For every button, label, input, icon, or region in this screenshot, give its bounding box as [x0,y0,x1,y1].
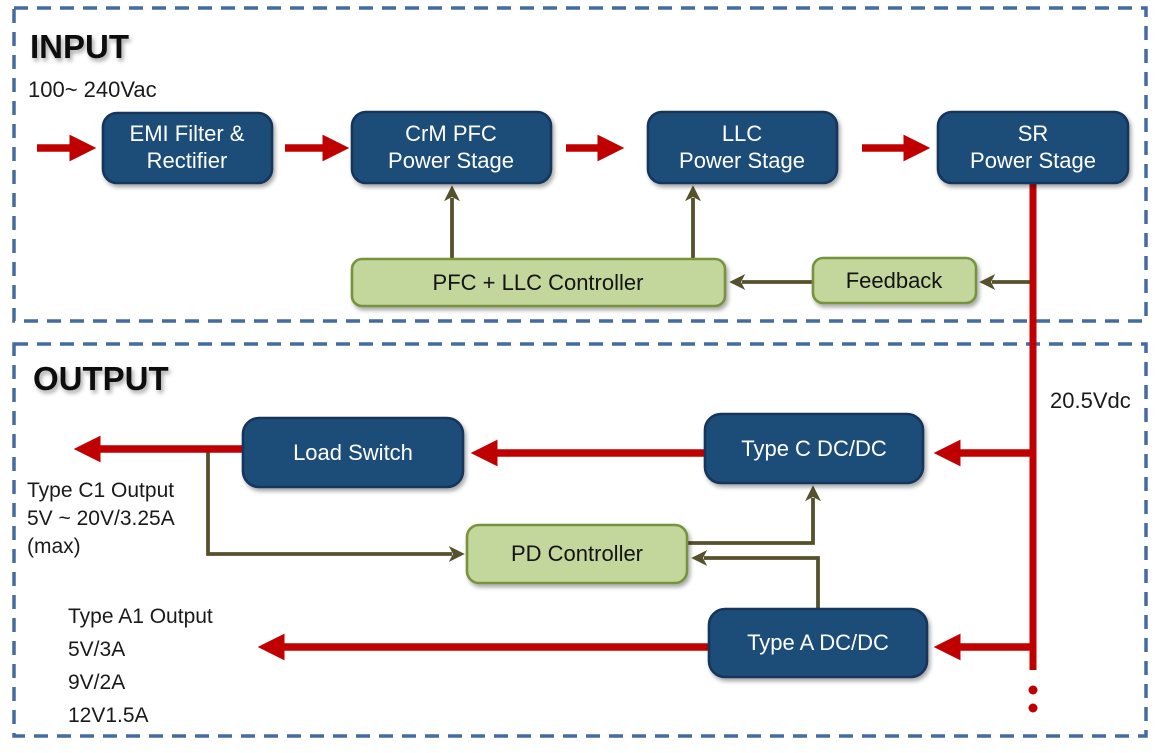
block-sr-label-line2: Power Stage [970,148,1096,173]
type-c1-output-label: Type C1 Output 5V ~ 20V/3.25A (max) [27,479,175,558]
block-pfc-llc-controller: PFC + LLC Controller [350,257,727,308]
pd-controller-to-type-c-arrow [687,485,821,545]
type-a1-output-line2: 5V/3A [68,638,125,661]
block-feedback-label: Feedback [846,268,944,293]
dc-bus-voltage-label: 20.5Vdc [1050,388,1131,413]
block-llc-power-stage: LLC Power Stage [646,110,839,185]
block-type-a-dcdc: Type A DC/DC [707,607,929,679]
block-type-c-dcdc-label: Type C DC/DC [741,436,887,461]
type-c1-output-line2: 5V ~ 20V/3.25A [27,507,175,530]
type-c1-output-line3: (max) [27,535,81,558]
block-emi-label-line2: Rectifier [147,148,228,173]
block-llc-label-line2: Power Stage [679,148,805,173]
output-section-title: OUTPUT [33,360,169,397]
type-a1-output-line1: Type A1 Output [68,605,213,628]
block-pd-controller-label: PD Controller [511,541,643,566]
block-type-a-dcdc-label: Type A DC/DC [747,630,889,655]
type-a1-output-label: Type A1 Output 5V/3A 9V/2A 12V1.5A [68,605,213,727]
type-a-to-pd-controller-arrow [691,550,820,609]
bus-continuation-dot [1028,685,1038,695]
block-pfc-llc-controller-label: PFC + LLC Controller [433,270,644,295]
block-load-switch: Load Switch [241,416,465,489]
block-llc-label-line1: LLC [722,121,762,146]
block-sr-power-stage: SR Power Stage [936,110,1130,185]
type-c1-output-line1: Type C1 Output [27,479,174,502]
output-section-boundary [12,342,1148,738]
block-emi-label-line1: EMI Filter & [130,121,245,146]
block-crm-pfc-label-line2: Power Stage [388,148,514,173]
block-crm-pfc-power-stage: CrM PFC Power Stage [350,110,553,185]
block-load-switch-label: Load Switch [293,440,413,465]
bus-continuation-dot [1028,703,1038,713]
ac-input-voltage-label: 100~ 240Vac [28,77,157,102]
block-pd-controller: PD Controller [465,523,689,585]
block-type-c-dcdc: Type C DC/DC [703,412,925,485]
block-emi-filter-rectifier: EMI Filter & Rectifier [101,111,274,185]
block-sr-label-line1: SR [1018,121,1049,146]
type-a1-output-line3: 9V/2A [68,671,125,694]
block-feedback: Feedback [811,256,978,305]
type-a1-output-line4: 12V1.5A [68,704,149,727]
input-section-boundary [12,6,1148,323]
load-switch-tap-to-pd-controller-arrow [206,450,465,562]
block-crm-pfc-label-line1: CrM PFC [405,121,497,146]
input-section-title: INPUT [30,28,129,65]
